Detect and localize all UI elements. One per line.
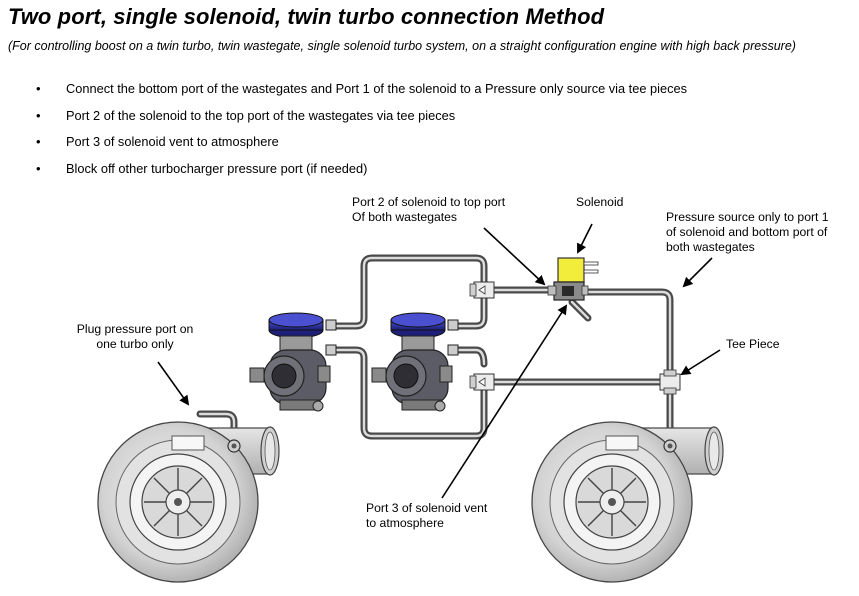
arrow-plug	[157, 361, 190, 406]
arrow-port3	[441, 304, 568, 499]
wastegate-left	[249, 312, 337, 412]
label-plug-port: Plug pressure port on one turbo only	[76, 322, 194, 351]
annotation-arrows	[157, 223, 721, 499]
page-subtitle: (For controlling boost on a twin turbo, …	[8, 39, 796, 53]
label-port3: Port 3 of solenoid vent to atmosphere	[366, 501, 488, 530]
instruction-item: Connect the bottom port of the wastegate…	[36, 80, 687, 107]
instruction-item: Block off other turbocharger pressure po…	[36, 160, 687, 187]
wastegate-right	[371, 312, 459, 412]
arrow-port2	[483, 227, 546, 286]
tee-piece-top	[469, 281, 495, 299]
page-title: Two port, single solenoid, twin turbo co…	[8, 4, 605, 29]
instruction-item: Port 3 of solenoid vent to atmosphere	[36, 133, 687, 160]
label-port2: Port 2 of solenoid to top port Of both w…	[352, 195, 506, 224]
label-solenoid: Solenoid	[576, 195, 624, 209]
tee-piece-middle	[469, 373, 495, 391]
solenoid-valve	[547, 257, 599, 301]
label-pressure-source: Pressure source only to port 1 of soleno…	[666, 210, 829, 254]
tee-piece-right	[659, 369, 681, 395]
arrow-solenoid	[577, 223, 593, 254]
label-tee-piece: Tee Piece	[726, 337, 780, 351]
arrow-tee	[680, 349, 721, 376]
turbo-right	[531, 421, 724, 583]
arrow-pressure-source	[682, 257, 713, 288]
instruction-item: Port 2 of the solenoid to the top port o…	[36, 107, 687, 134]
turbo-left	[97, 421, 280, 583]
instruction-list: Connect the bottom port of the wastegate…	[36, 80, 687, 186]
